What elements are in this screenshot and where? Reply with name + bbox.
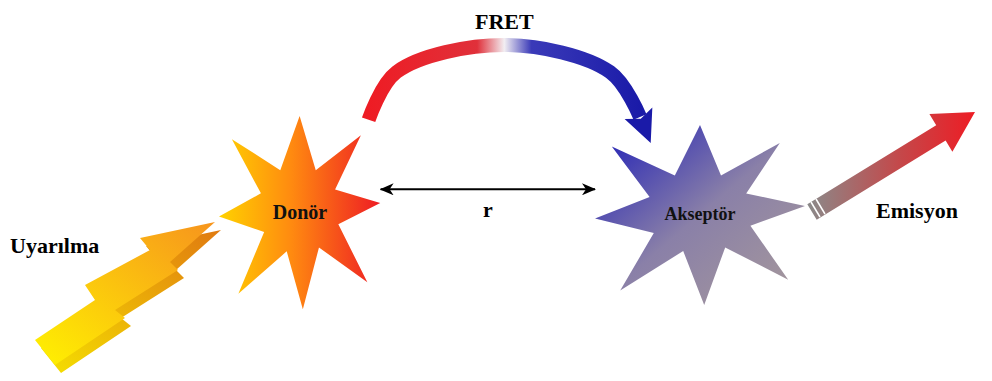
fret-arc <box>369 45 640 120</box>
starburst <box>595 125 805 305</box>
node-label: Donör <box>273 201 327 223</box>
connector-label: r <box>481 197 495 222</box>
emission-label: Emisyon <box>876 198 958 223</box>
connector-label: FRET <box>473 9 536 34</box>
emission-arrow-stripes <box>811 199 825 217</box>
distance-arrow <box>381 188 595 190</box>
node-label: Akseptör <box>665 205 736 225</box>
acceptor-star: Akseptör <box>595 125 805 305</box>
excitation-label: Uyarılma <box>10 233 99 258</box>
starburst <box>219 116 380 309</box>
donor-star: Donör <box>219 116 380 309</box>
stripe <box>816 199 825 214</box>
